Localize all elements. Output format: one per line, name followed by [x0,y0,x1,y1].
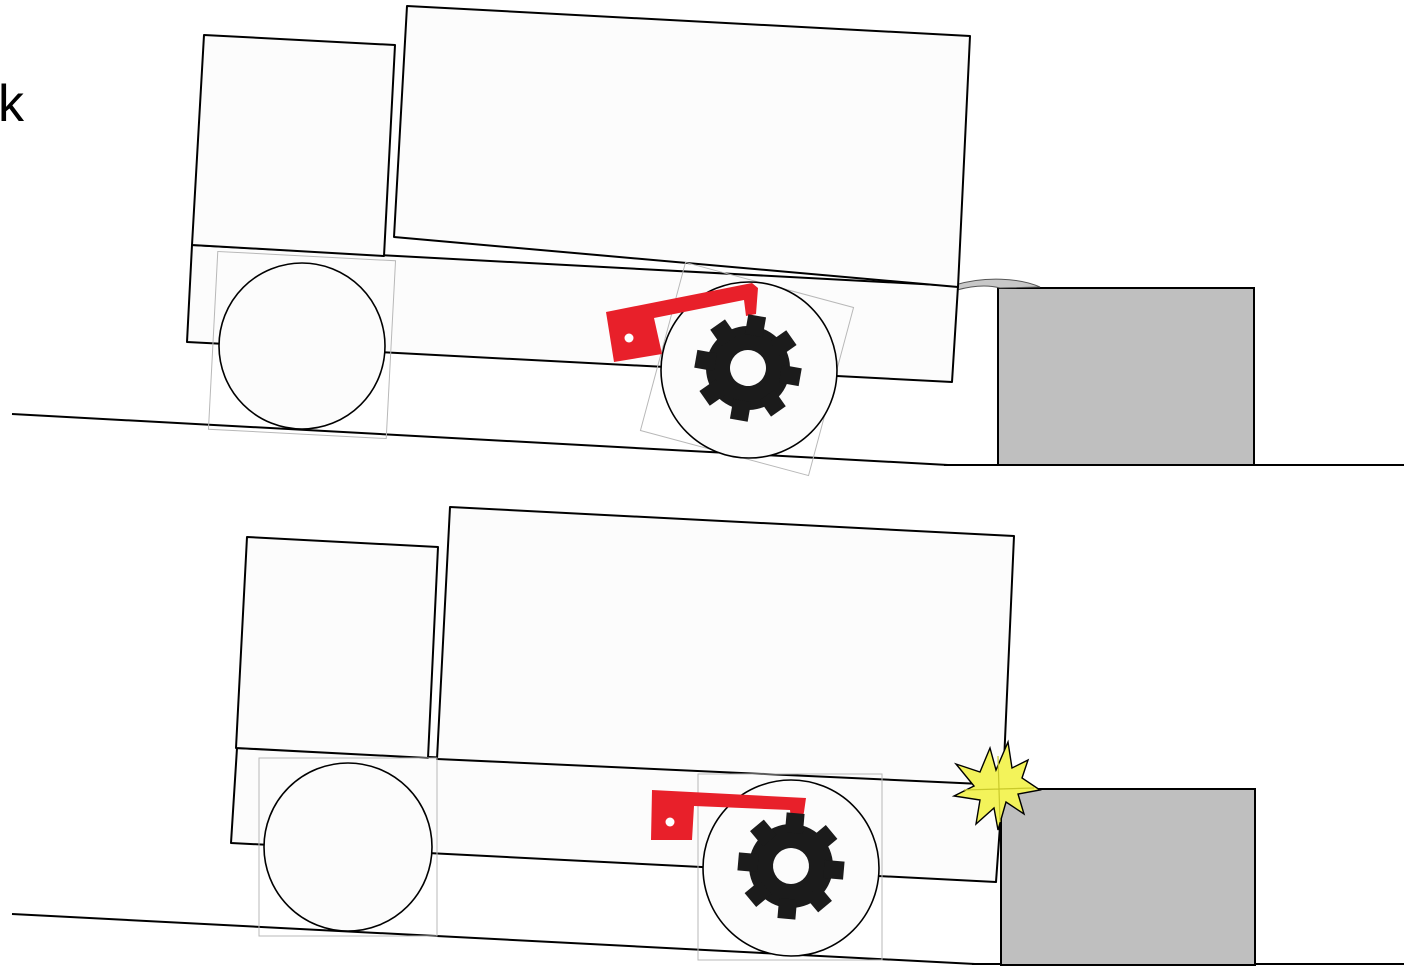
gear-icon [694,314,802,422]
front-wheel [263,762,433,932]
latch-arm [606,283,758,362]
truck-cargo-box [393,5,971,288]
front-wheel [218,262,386,430]
rear-bumper-flap [954,278,1041,291]
impact-burst-icon [951,739,1042,831]
obstacle-block [997,287,1255,466]
front-wheel-bounds [207,250,397,440]
truck-cab [235,536,439,759]
latch-arm [651,790,806,840]
front-wheel-bounds [258,757,438,937]
sloped-ground-line [11,913,976,965]
panel-before-impact [11,5,1404,477]
truck-cab [191,34,396,257]
cropped-text-fragment: k [0,75,24,133]
truck-cargo-box [436,506,1015,786]
arm-pivot-hole [624,333,634,343]
sloped-ground-line [11,413,949,466]
obstacle-block [1000,788,1256,966]
panel-at-impact [11,506,1404,966]
arm-pivot-hole [665,817,675,827]
rear-wheel-bounds [697,773,883,961]
gear-icon [737,812,845,920]
